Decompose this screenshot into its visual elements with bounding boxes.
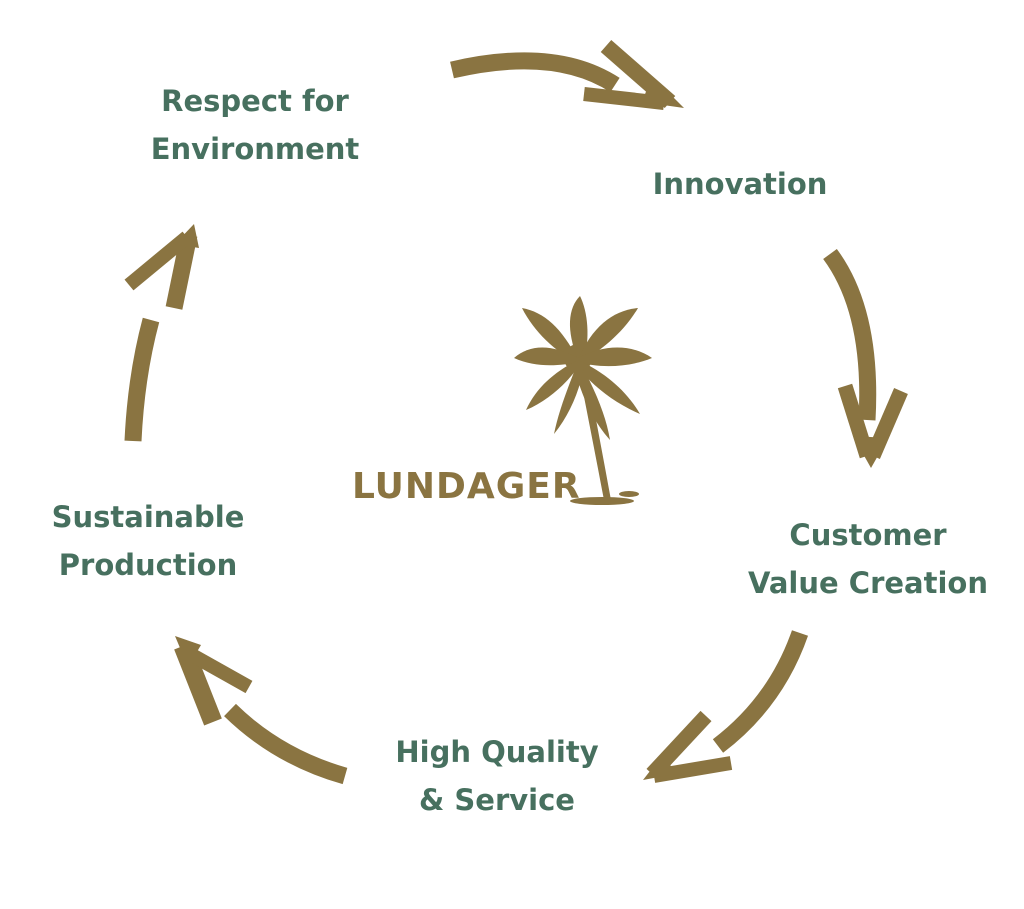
arrow-respect-to-innovation xyxy=(450,39,684,110)
node-label-line: Production xyxy=(58,548,238,582)
node-customer-value-creation: Customer Value Creation xyxy=(748,511,988,607)
arrow-innovation-to-customer xyxy=(823,248,908,468)
arrow-sustainable-to-respect xyxy=(124,224,199,442)
brand-logo-text: LUNDAGER xyxy=(352,466,581,507)
node-respect-for-environment: Respect for Environment xyxy=(151,77,360,173)
node-innovation: Innovation xyxy=(653,160,828,208)
node-label-line: Innovation xyxy=(652,167,828,201)
palm-tree-icon xyxy=(514,296,652,505)
node-label-line: Value Creation xyxy=(748,566,988,600)
node-label-line: Sustainable xyxy=(51,500,245,534)
node-label-line: Environment xyxy=(150,132,360,166)
arrow-quality-to-sustainable xyxy=(174,636,348,785)
node-label-line: Customer xyxy=(789,518,947,552)
node-high-quality-service: High Quality & Service xyxy=(395,728,598,824)
node-label-line: Respect for xyxy=(161,84,349,118)
node-label-line: & Service xyxy=(419,783,575,817)
node-label-line: High Quality xyxy=(395,735,599,769)
node-sustainable-production: Sustainable Production xyxy=(52,493,245,589)
arrow-customer-to-quality xyxy=(643,630,809,783)
